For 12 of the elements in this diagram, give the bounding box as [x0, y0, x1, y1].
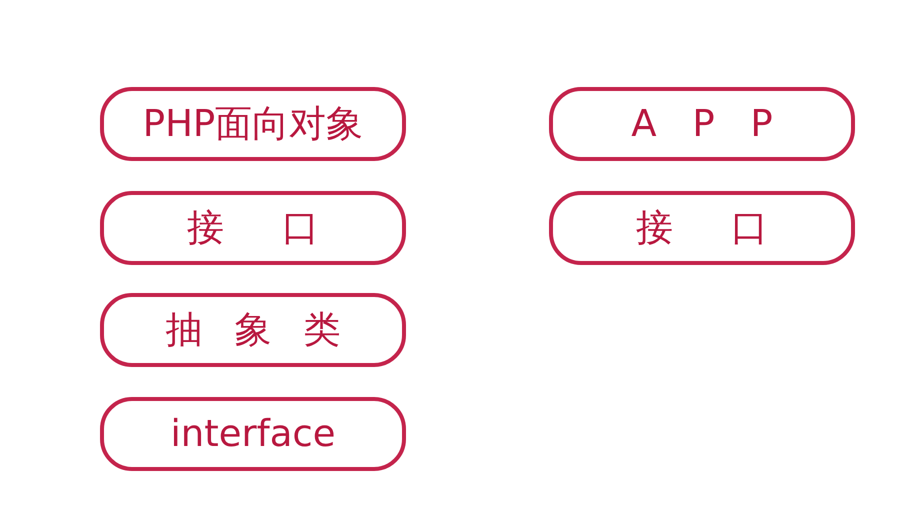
term-card — [549, 191, 855, 265]
term-card — [100, 87, 406, 161]
term-card — [100, 397, 406, 471]
term-label: A P P — [631, 104, 773, 144]
term-label: 接 口 — [636, 208, 768, 248]
term-label: 接 口 — [187, 208, 319, 248]
term-card — [549, 87, 855, 161]
term-card — [100, 191, 406, 265]
term-card — [100, 293, 406, 367]
term-label: 抽 象 类 — [166, 310, 340, 350]
term-label: interface — [170, 414, 336, 454]
term-label: PHP面向对象 — [142, 104, 364, 144]
